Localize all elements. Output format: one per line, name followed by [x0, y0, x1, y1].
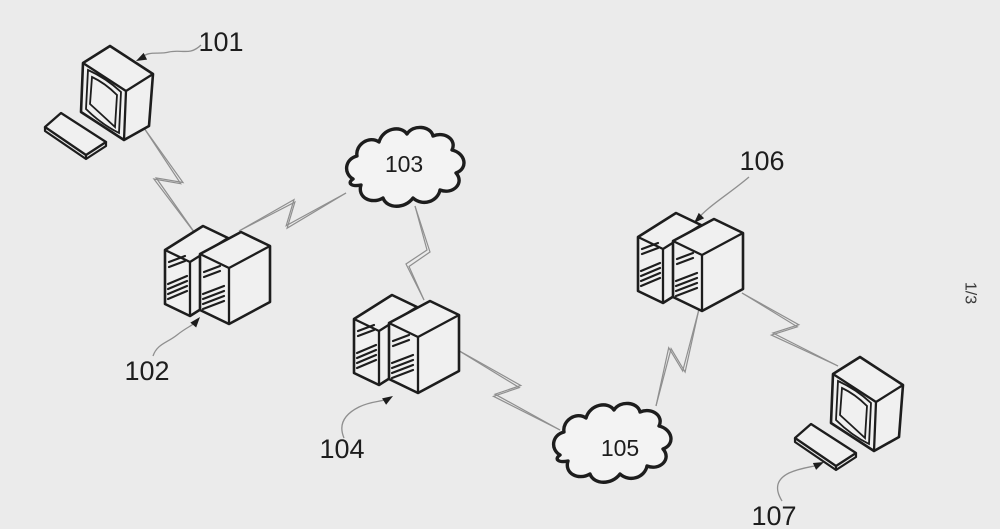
- server-pair-102-icon: [163, 224, 272, 326]
- lightning-link-101-102: [143, 127, 198, 237]
- leader-line-107: [776, 464, 820, 502]
- sheet-number: 1/3: [962, 282, 979, 304]
- leader-line-102: [152, 320, 198, 357]
- label-104: 104: [319, 434, 364, 464]
- label-102: 102: [124, 356, 169, 386]
- label-106: 106: [739, 146, 784, 176]
- lightning-link-103-104: [405, 205, 431, 301]
- server-pair-104-icon: [352, 293, 461, 395]
- lightning-link-106-107: [741, 292, 839, 367]
- lightning-link-102-103: [238, 192, 347, 232]
- label-101: 101: [198, 27, 243, 57]
- server-pair-106-icon: [636, 211, 745, 313]
- lightning-link-105-106: [655, 308, 700, 407]
- label-107: 107: [751, 501, 796, 529]
- label-103: 103: [385, 151, 423, 177]
- label-105: 105: [601, 435, 639, 461]
- leader-line-104: [341, 398, 389, 439]
- leader-line-101: [140, 44, 202, 59]
- lightning-link-104-105: [455, 348, 561, 431]
